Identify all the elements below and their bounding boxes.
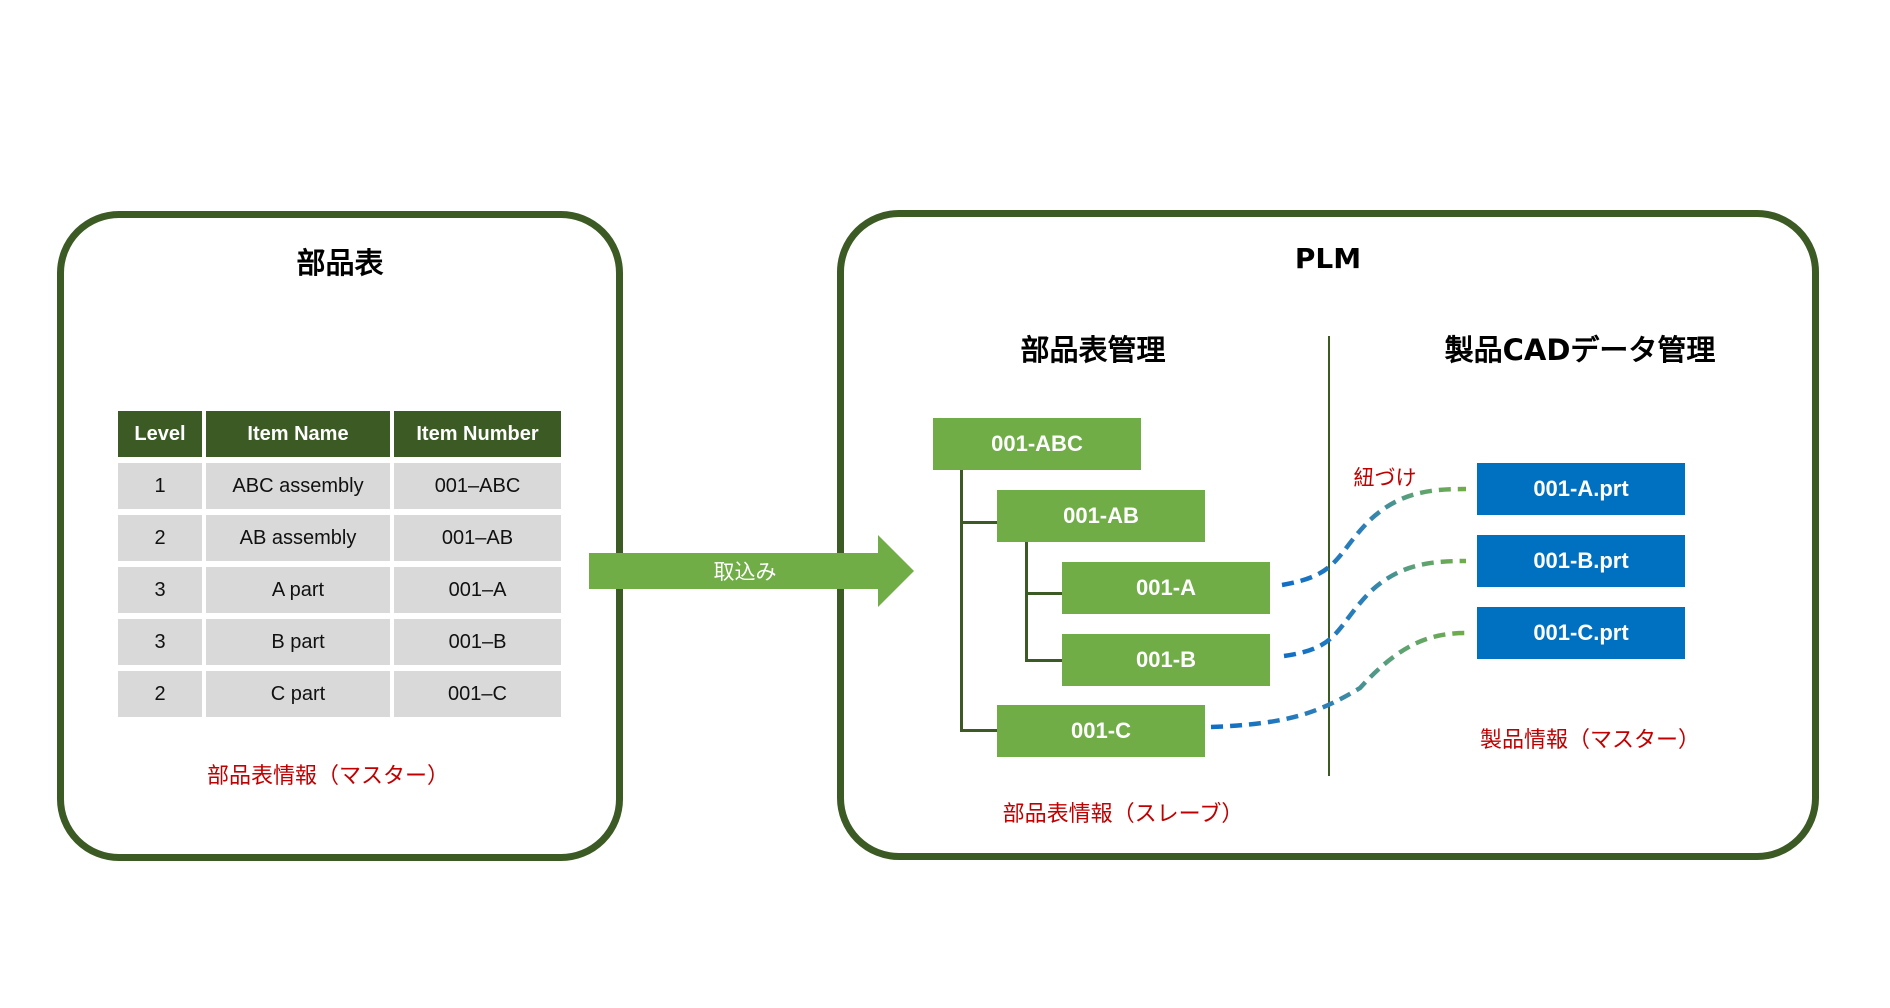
link-curve-c [1210,630,1467,730]
tree-branch-line [960,729,997,732]
bom-panel-title: 部品表 [296,246,384,280]
table-row: 2 AB assembly 001–AB [118,515,561,561]
import-arrow-icon [589,535,914,607]
section-divider [1328,336,1330,776]
cell-item-number: 001–A [394,567,561,613]
header-level: Level [118,411,202,457]
cell-level: 3 [118,567,202,613]
cell-level: 3 [118,619,202,665]
bom-node-001-a[interactable]: 001-A [1062,562,1270,614]
link-label: 紐づけ [1353,466,1417,490]
table-row: 3 A part 001–A [118,567,561,613]
table-row: 3 B part 001–B [118,619,561,665]
bom-master-caption: 部品表情報（マスター） [206,764,450,789]
cell-item-number: 001–AB [394,515,561,561]
cell-level: 2 [118,671,202,717]
tree-trunk-line [960,470,963,732]
cell-item-name: AB assembly [206,515,390,561]
cad-management-title: 製品CADデータ管理 [1444,333,1716,367]
cell-item-number: 001–B [394,619,561,665]
tree-trunk-line [1025,542,1028,661]
bom-management-title: 部品表管理 [1020,333,1166,367]
bom-table: Level Item Name Item Number 1 ABC assemb… [114,405,565,723]
plm-panel-title: PLM [1294,242,1362,275]
bom-slave-caption: 部品表情報（スレーブ） [1002,802,1244,827]
bom-node-001-b[interactable]: 001-B [1062,634,1270,686]
cad-file-001-c[interactable]: 001-C.prt [1477,607,1685,659]
bom-node-001-abc[interactable]: 001-ABC [933,418,1141,470]
link-curve-b [1283,558,1467,659]
cell-item-name: ABC assembly [206,463,390,509]
tree-branch-line [1025,659,1062,662]
cell-item-number: 001–C [394,671,561,717]
tree-branch-line [960,521,997,524]
cell-level: 1 [118,463,202,509]
cad-file-001-b[interactable]: 001-B.prt [1477,535,1685,587]
bom-node-001-ab[interactable]: 001-AB [997,490,1205,542]
bom-node-001-c[interactable]: 001-C [997,705,1205,757]
header-item-name: Item Name [206,411,390,457]
cell-item-name: C part [206,671,390,717]
bom-table-header: Level Item Name Item Number [118,411,561,457]
cell-item-name: B part [206,619,390,665]
link-curve-a [1281,486,1467,588]
cad-master-caption: 製品情報（マスター） [1479,728,1701,753]
cell-level: 2 [118,515,202,561]
header-item-number: Item Number [394,411,561,457]
table-row: 1 ABC assembly 001–ABC [118,463,561,509]
tree-branch-line [1025,592,1062,595]
table-row: 2 C part 001–C [118,671,561,717]
cell-item-name: A part [206,567,390,613]
cell-item-number: 001–ABC [394,463,561,509]
cad-file-001-a[interactable]: 001-A.prt [1477,463,1685,515]
import-arrow-label: 取込み [713,560,777,584]
